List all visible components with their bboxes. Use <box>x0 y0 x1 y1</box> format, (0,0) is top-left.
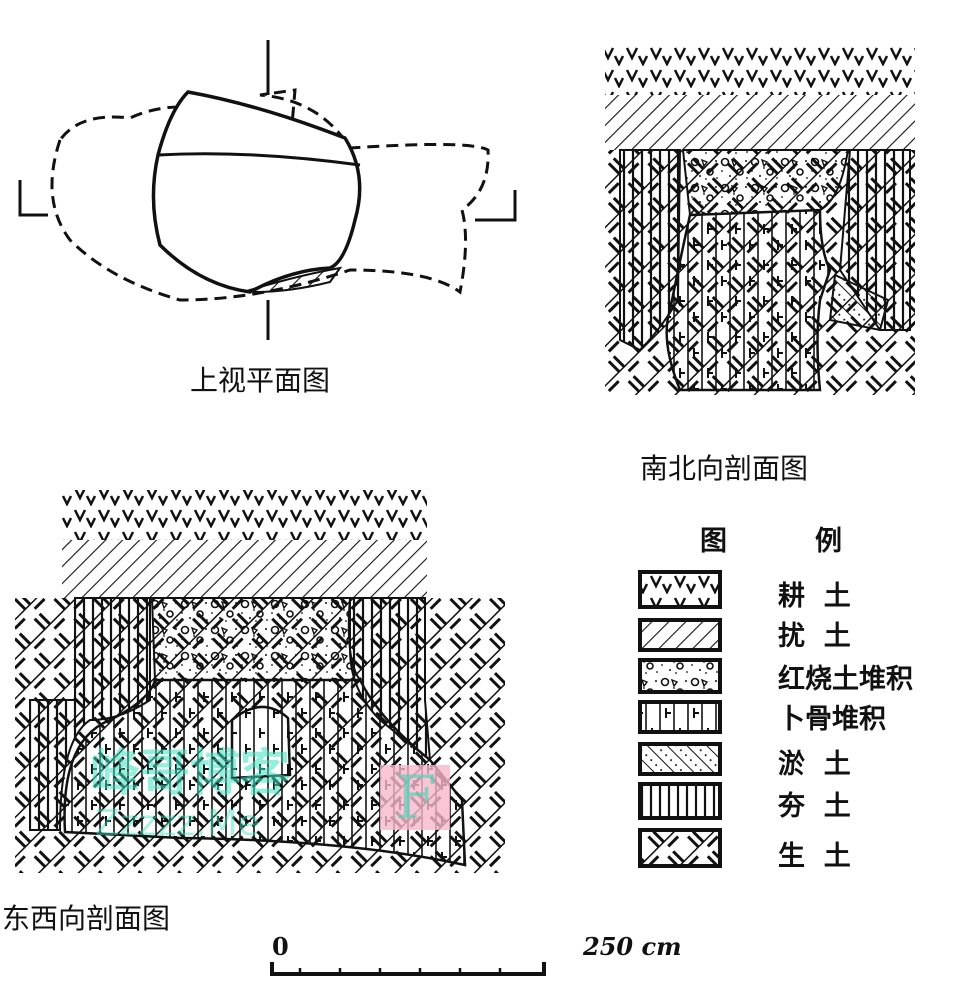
legend-item: 夯 土 <box>638 782 851 822</box>
ns-section: 南北向剖面图 <box>605 45 915 485</box>
plan-view: 上视平面图 <box>18 40 517 397</box>
scale-end-label: 250 cm <box>582 932 681 961</box>
scale-bar: 0 250 cm <box>270 932 681 976</box>
watermark-url: Zzzzz.Me <box>95 803 260 844</box>
svg-text:淤 土: 淤 土 <box>778 749 851 780</box>
ew-section: 东西向剖面图 <box>2 490 505 935</box>
watermark: F 峰哥博客 Zzzzz.Me <box>90 744 450 844</box>
watermark-logo: F <box>395 763 437 833</box>
svg-text:卜骨堆积: 卜骨堆积 <box>778 704 886 735</box>
legend: 图 例 耕 土 扰 土 红烧土堆积 卜骨堆积 淤 土 夯 土 生 土 <box>638 526 913 872</box>
legend-item: 淤 土 <box>638 742 851 780</box>
ew-section-label: 东西向剖面图 <box>2 902 170 935</box>
legend-item: 生 土 <box>638 828 851 872</box>
ns-section-label: 南北向剖面图 <box>640 452 808 485</box>
svg-text:红烧土堆积: 红烧土堆积 <box>778 663 913 695</box>
watermark-text: 峰哥博客 <box>90 744 290 802</box>
svg-text:生 土: 生 土 <box>778 841 851 872</box>
rock-outline <box>151 90 362 294</box>
svg-text:夯 土: 夯 土 <box>777 791 851 822</box>
legend-item: 红烧土堆积 <box>638 658 913 695</box>
legend-item: 卜骨堆积 <box>638 700 886 735</box>
watermark-logo-bg <box>380 765 450 830</box>
scale-start-label: 0 <box>272 932 289 961</box>
legend-item: 扰 土 <box>638 618 851 652</box>
plan-view-label: 上视平面图 <box>190 364 330 397</box>
svg-text:扰 土: 扰 土 <box>778 621 851 652</box>
svg-text:耕 土: 耕 土 <box>778 581 851 612</box>
legend-item: 耕 土 <box>638 570 851 612</box>
legend-title-1: 图 <box>700 526 727 557</box>
legend-title-2: 例 <box>815 526 842 557</box>
